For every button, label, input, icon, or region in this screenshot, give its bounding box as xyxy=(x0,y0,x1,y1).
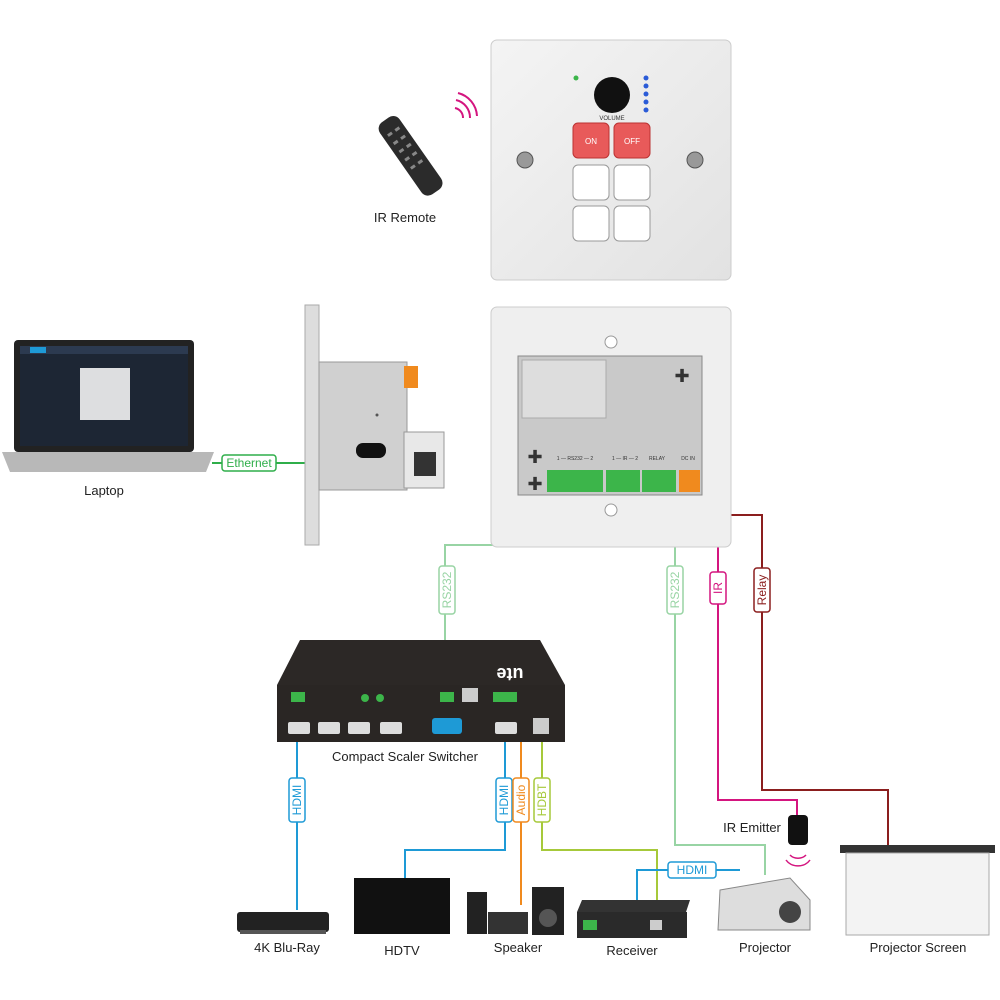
rs232-terminal xyxy=(547,470,603,492)
ir-signal-icon xyxy=(454,92,478,119)
blank-button-2[interactable] xyxy=(613,164,651,201)
screw-icon: ✚ xyxy=(674,366,689,386)
hdbt-receiver: Receiver xyxy=(577,900,690,958)
svg-text:RS232: RS232 xyxy=(668,571,682,608)
volume-label: VOLUME xyxy=(599,116,624,122)
screw-icon: ✚ xyxy=(527,447,542,467)
tag-hdmi-bluray: HDMI xyxy=(288,777,306,823)
switcher-label: Compact Scaler Switcher xyxy=(332,749,479,764)
hdtv: HDTV xyxy=(354,878,450,958)
screw-hole-left xyxy=(516,151,534,169)
wall-panel-front: VOLUME ON OFF xyxy=(490,39,732,281)
ir-remote-label: IR Remote xyxy=(374,210,436,225)
svg-text:HDMI: HDMI xyxy=(677,863,708,877)
svg-text:HDBT: HDBT xyxy=(535,783,549,816)
volume-level-leds xyxy=(643,75,649,113)
dc-in-terminal xyxy=(679,470,700,492)
svg-text:HDMI: HDMI xyxy=(497,785,511,816)
laptop-label: Laptop xyxy=(84,483,124,498)
svg-text:HDMI: HDMI xyxy=(290,785,304,816)
projector-screen: Projector Screen xyxy=(840,845,995,955)
speaker-system: Speaker xyxy=(467,887,564,955)
receiver-label: Receiver xyxy=(606,943,658,958)
tag-ir: IR xyxy=(709,571,727,605)
projector-label: Projector xyxy=(739,940,792,955)
volume-knob[interactable] xyxy=(594,77,630,113)
ir-remote: IR Remote xyxy=(374,92,478,225)
tag-hdmi-out: HDMI xyxy=(495,777,513,823)
rs232-header: 1 — RS232 — 2 xyxy=(557,456,594,462)
ir-terminal xyxy=(606,470,640,492)
on-button[interactable]: ON xyxy=(572,122,610,159)
dcin-header: DC IN xyxy=(681,456,695,462)
wall-panel-back: ✚ ✚ ✚ 1 — RS232 — 2 1 — IR — 2 RELAY DC … xyxy=(490,306,732,548)
tag-hdmi-projector: HDMI xyxy=(667,861,717,879)
projector: Projector xyxy=(717,877,811,955)
wire-relay xyxy=(654,495,889,848)
projector-screen-label: Projector Screen xyxy=(870,940,967,955)
tag-relay: Relay xyxy=(753,567,771,613)
screw-hole-right xyxy=(686,151,704,169)
svg-text:IR: IR xyxy=(711,582,725,594)
tag-ethernet: Ethernet xyxy=(221,454,277,472)
ir-emitter: IR Emitter xyxy=(723,815,811,867)
hdtv-label: HDTV xyxy=(384,943,420,958)
tag-ethernet-text: Ethernet xyxy=(226,456,272,470)
svg-text:RS232: RS232 xyxy=(440,571,454,608)
off-button[interactable]: OFF xyxy=(613,122,651,159)
wire-rs232-projector xyxy=(582,495,766,875)
power-led xyxy=(573,75,579,81)
svg-text:Audio: Audio xyxy=(514,784,528,815)
laptop: Laptop xyxy=(2,340,214,498)
blank-button-1[interactable] xyxy=(572,164,610,201)
blank-button-3[interactable] xyxy=(572,205,610,242)
tag-hdbt: HDBT xyxy=(533,777,551,823)
compact-scaler-switcher: ute Compact Scaler Switcher xyxy=(277,640,565,764)
relay-header: RELAY xyxy=(649,456,666,462)
relay-terminal xyxy=(642,470,676,492)
tag-audio: Audio xyxy=(512,777,530,823)
vga-port xyxy=(432,718,462,734)
speaker-label: Speaker xyxy=(494,940,543,955)
bluray-label: 4K Blu-Ray xyxy=(254,940,320,955)
bluray-player: 4K Blu-Ray xyxy=(237,912,329,955)
screw-icon: ✚ xyxy=(527,474,542,494)
ir-header: 1 — IR — 2 xyxy=(612,456,638,462)
tag-rs232-a: RS232 xyxy=(438,565,456,615)
svg-text:ON: ON xyxy=(585,137,597,146)
blank-button-4[interactable] xyxy=(613,205,651,242)
wall-panel-side xyxy=(304,304,445,546)
switcher-logo: ute xyxy=(497,664,524,684)
svg-text:OFF: OFF xyxy=(624,137,640,146)
svg-text:Relay: Relay xyxy=(755,575,769,606)
rj45-port xyxy=(414,452,436,476)
tag-rs232-b: RS232 xyxy=(666,565,684,615)
ir-emitter-label: IR Emitter xyxy=(723,820,781,835)
